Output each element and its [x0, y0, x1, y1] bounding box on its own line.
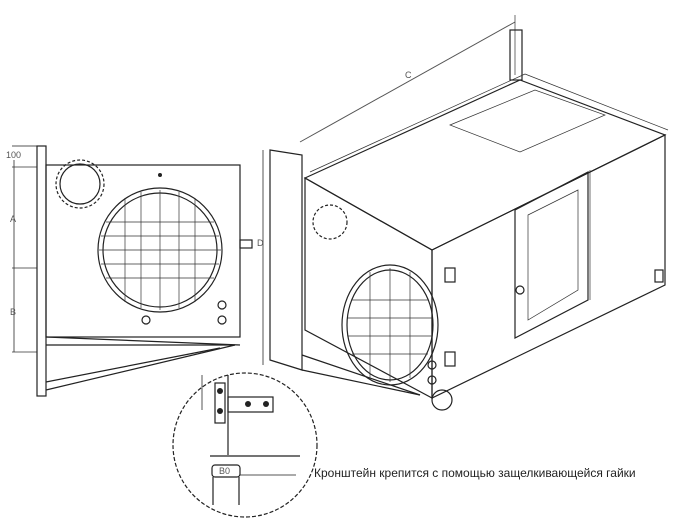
detail-tag-label: B0 — [219, 466, 230, 476]
dim-100-label: 100 — [6, 150, 21, 160]
unit-isometric-view — [269, 29, 669, 411]
bracket-caption: Кронштейн крепится с помощью защелкивающ… — [314, 466, 636, 480]
detail-magnifier: B0 — [172, 372, 318, 518]
dim-a-label: A — [10, 214, 16, 224]
dim-c-label: C — [405, 70, 412, 80]
side-view: 100 A B — [6, 145, 253, 397]
dim-d-label: D — [257, 238, 264, 248]
dim-b-label: B — [10, 307, 16, 317]
